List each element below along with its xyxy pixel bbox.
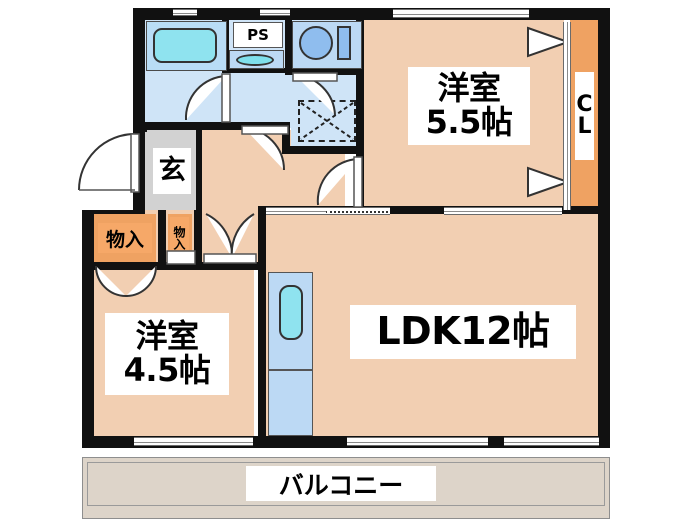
wall-wet-bottom-2 bbox=[228, 122, 246, 130]
window-bathroom bbox=[173, 9, 197, 16]
closet-cl-label-c: C bbox=[576, 92, 593, 117]
closet-monoire-small-label: 物入 bbox=[170, 217, 189, 259]
wall-washroom-toilet bbox=[285, 20, 292, 72]
wall-genkan-right bbox=[196, 126, 202, 212]
room-label-washitsu-4-5: 洋室 4.5帖 bbox=[105, 313, 229, 395]
sliding-door-corridor-ldk bbox=[266, 207, 326, 215]
toilet-bowl-icon bbox=[299, 26, 333, 60]
kitchen-sink-icon bbox=[279, 285, 303, 340]
wall-left-lower-outer bbox=[82, 210, 94, 448]
sliding-door-bedroom-4-5 bbox=[134, 437, 253, 446]
toilet-tank-icon bbox=[337, 26, 351, 60]
pipe-shaft-box: PS bbox=[233, 22, 283, 48]
balcony-inner-outline bbox=[87, 462, 605, 506]
toilet-door[interactable] bbox=[291, 72, 339, 117]
kitchen-counter-lower bbox=[268, 370, 313, 436]
window-washroom bbox=[260, 9, 290, 16]
closet-monoire-large-label: 物入 bbox=[98, 223, 152, 253]
genkan-label: 玄 bbox=[153, 148, 191, 194]
closet-monoire-large-doors[interactable] bbox=[94, 264, 160, 298]
balcony-label: バルコニー bbox=[246, 466, 436, 501]
sliding-door-bedroom-ldk bbox=[444, 207, 562, 215]
wall-left-upper-outer bbox=[133, 8, 145, 142]
washer-x-cross bbox=[300, 102, 354, 140]
wall-ps-divider bbox=[222, 68, 290, 73]
pipe-shaft-label: PS bbox=[247, 26, 269, 44]
wall-storage-div-1 bbox=[158, 210, 166, 270]
bathtub-icon bbox=[153, 28, 217, 63]
room-label-washitsu-5-5: 洋室 5.5帖 bbox=[408, 67, 530, 145]
wall-ldk-left bbox=[258, 206, 266, 444]
wall-wet-bottom bbox=[145, 122, 230, 130]
room-label-ldk: LDK12帖 bbox=[350, 305, 576, 359]
washroom-door[interactable] bbox=[240, 125, 289, 174]
entrance-door[interactable] bbox=[77, 132, 140, 194]
wall-washer-left bbox=[282, 122, 290, 152]
sliding-door-ldk-left bbox=[347, 437, 488, 446]
wall-toilet-bottom bbox=[285, 68, 363, 75]
wall-genkan-frame bbox=[133, 126, 147, 132]
wall-right-outer-upper bbox=[598, 8, 610, 212]
closet-cl-label-l: L bbox=[577, 114, 592, 139]
washbasin-icon bbox=[236, 54, 274, 66]
closet-cl-label: C L bbox=[575, 72, 594, 160]
closet-monoire-small-door[interactable] bbox=[166, 250, 196, 266]
closet-cl-door-upper[interactable] bbox=[527, 26, 572, 58]
sliding-door-ldk-right bbox=[504, 437, 599, 446]
wall-washer-bottom bbox=[282, 146, 364, 154]
wall-washroom-right bbox=[356, 20, 364, 175]
wall-right-outer-lower bbox=[598, 212, 610, 448]
wall-storage-div-2 bbox=[194, 210, 202, 270]
closet-cl-door-track bbox=[563, 22, 571, 210]
bedroom-5-5-door[interactable] bbox=[314, 155, 363, 209]
window-bedroom-5-5-top bbox=[393, 9, 529, 18]
wall-top-outer bbox=[133, 8, 610, 20]
bathroom-door[interactable] bbox=[182, 72, 231, 124]
bedroom-4-5-door[interactable] bbox=[202, 212, 258, 264]
closet-cl-door-lower[interactable] bbox=[527, 166, 572, 198]
wall-storage-bottom bbox=[82, 262, 266, 270]
